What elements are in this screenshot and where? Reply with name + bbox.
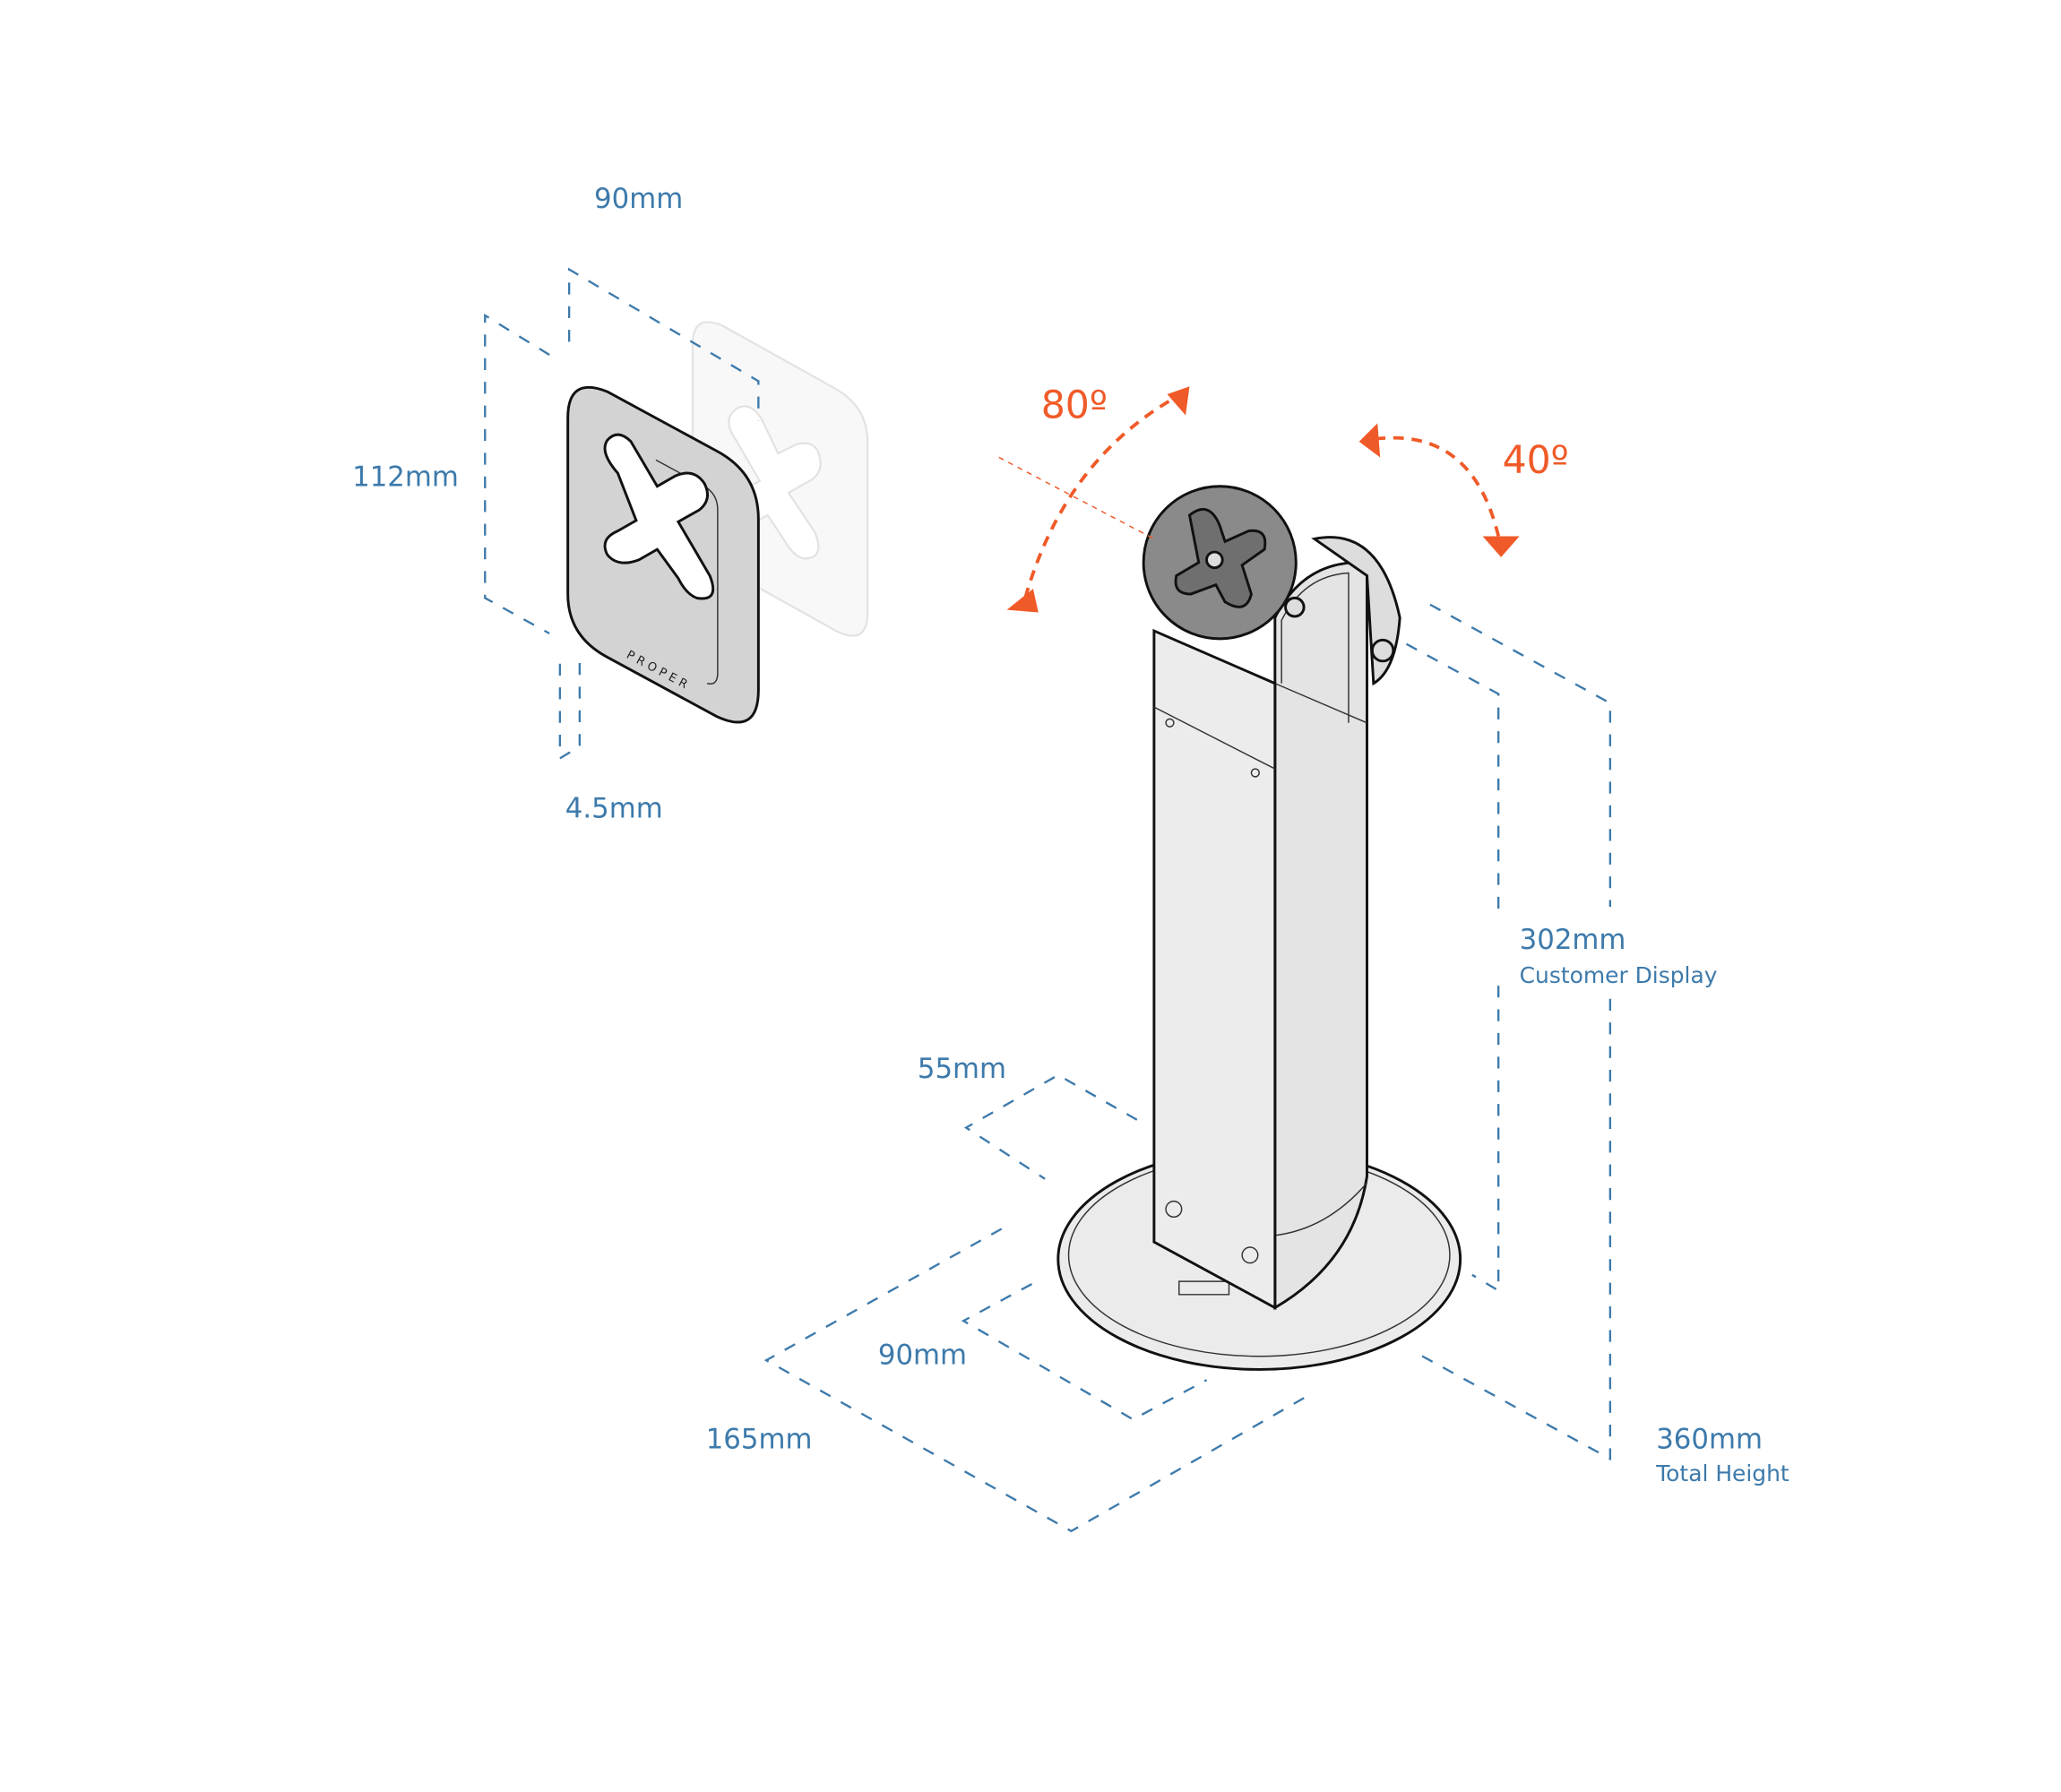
total-height-dimension-line — [1412, 603, 1612, 1461]
plate-thickness-label: 4.5mm — [565, 792, 663, 824]
plate-thickness-dimension-line — [558, 657, 582, 761]
display-height-caption: Customer Display — [1520, 962, 1718, 988]
column-width-dimension-line — [961, 1283, 1208, 1421]
plate-height-label: 112mm — [352, 461, 459, 494]
tilt-angle-label: 80º — [1041, 383, 1108, 427]
plate-width-label: 90mm — [594, 183, 683, 215]
total-height-label: 360mm — [1656, 1423, 1763, 1455]
swivel-angle-label: 40º — [1503, 439, 1569, 483]
base-diameter-label: 165mm — [706, 1423, 813, 1455]
stand — [1056, 485, 1462, 1371]
tilt-rotation-indicator: 80º — [998, 383, 1190, 613]
arrowhead-icon — [1006, 589, 1039, 613]
arrowhead-icon — [1482, 536, 1520, 557]
column-depth-label: 55mm — [918, 1053, 1006, 1085]
stand-column — [1152, 628, 1277, 1310]
arrowhead-icon — [1358, 423, 1381, 458]
column-depth-dimension-line — [963, 1073, 1138, 1180]
arrowhead-icon — [1167, 386, 1190, 416]
column-width-label: 90mm — [878, 1340, 967, 1372]
display-height-label: 302mm — [1520, 924, 1626, 956]
plate-height-dimension-line — [484, 313, 550, 635]
total-height-caption: Total Height — [1655, 1460, 1789, 1486]
display-height-dimension-line — [1405, 642, 1500, 1293]
swivel-rotation-indicator: 40º — [1358, 423, 1569, 557]
plate-width-dimension-line — [567, 267, 760, 421]
